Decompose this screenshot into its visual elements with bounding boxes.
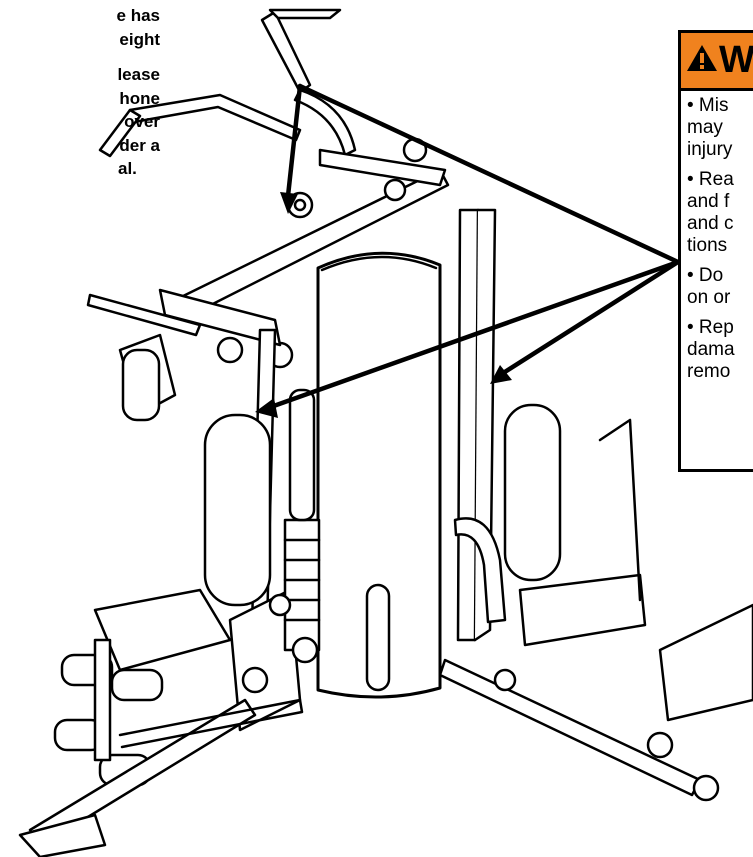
intro-line: over [124,112,160,131]
warning-items: • Mis may injury • Rea and f and c tions… [681,91,753,383]
intro-line: lease [117,65,160,84]
leg-developer-right [438,603,753,802]
base-frame [18,593,319,857]
weight-stack [283,388,321,652]
intro-line: al. [118,159,137,178]
intro-line: e has [116,6,160,25]
intro-line: der a [119,135,160,155]
right-seat [453,403,647,647]
callout-arrowheads [255,192,512,418]
weight-stack-shroud [316,251,442,699]
warning-triangle-icon [685,34,719,89]
intro-line: hone [119,88,160,108]
intro-text: e has eight lease hone over der a al. [0,4,160,181]
warning-item: • Mis may injury [687,95,733,160]
warning-item: • Rea and f and c tions [687,169,734,256]
left-upright [203,328,302,732]
callout-lines [265,83,681,411]
warning-item: • Rep dama remo [687,317,735,382]
press-arm-left [86,288,282,422]
warning-item: • Do on or [687,265,731,308]
warning-label: W • Mis may injury • Rea and f and c tio… [678,30,753,472]
warning-header: W [681,33,753,91]
upper-beam [173,137,450,369]
intro-line: eight [119,29,160,49]
leg-developer-left [53,588,232,787]
warning-heading: W [719,39,753,81]
